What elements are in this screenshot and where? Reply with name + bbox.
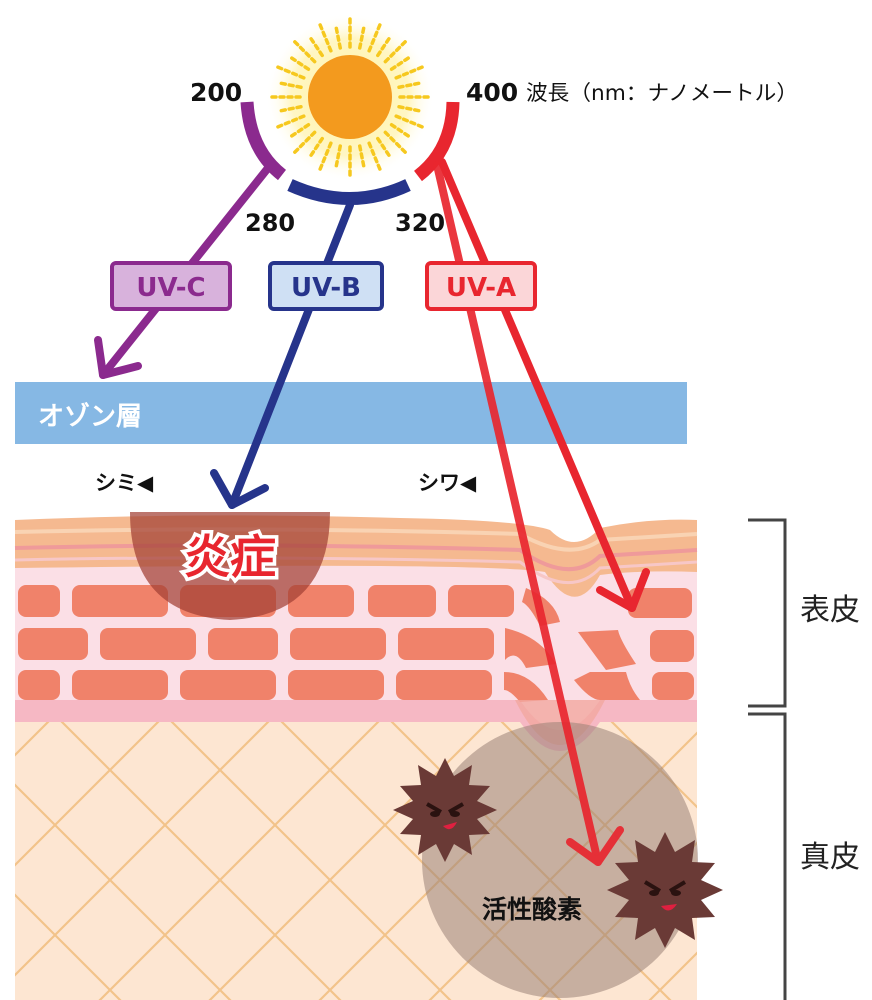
sun-ray <box>290 123 311 138</box>
wavelength-unit-label: 波長（nm：ナノメートル） <box>526 81 798 105</box>
ros-label: 活性酸素 <box>482 895 582 924</box>
sun-ray <box>290 56 311 71</box>
sun-ray <box>358 144 366 168</box>
dermis-label: 真皮 <box>800 840 860 875</box>
ros-zone <box>422 722 698 998</box>
sun-ray <box>376 136 391 157</box>
sun-ray <box>274 114 306 130</box>
inflammation-spot <box>130 512 330 620</box>
uva-label: UV-A <box>446 273 516 303</box>
sun-icon <box>266 13 434 181</box>
wavelength-arc <box>240 101 460 205</box>
sun-ray <box>397 81 421 89</box>
sun-ray <box>389 123 410 138</box>
wavelength-280-label: 280 <box>245 209 295 237</box>
wavelength-200-label: 200 <box>190 78 242 107</box>
sun-ray <box>309 136 324 157</box>
epidermis-label: 表皮 <box>800 593 860 628</box>
sun-ray <box>389 56 410 71</box>
ozone-label: オゾン層 <box>38 401 142 432</box>
ozone-layer <box>15 382 687 444</box>
inflammation-label: 炎症 <box>184 530 276 584</box>
uvb-label-box <box>268 261 384 311</box>
sun-ray <box>334 144 342 168</box>
sun-ray <box>367 141 383 173</box>
layer-brackets <box>748 518 787 1000</box>
sun-ray <box>317 21 333 53</box>
uvc-label: UV-C <box>136 273 205 303</box>
ros-character-icon <box>607 832 723 948</box>
uvb-label: UV-B <box>291 273 361 303</box>
sun-ray <box>376 37 391 58</box>
sun-ray <box>334 26 342 50</box>
spot-label: シミ◀ <box>95 471 154 495</box>
sun-ray <box>291 130 317 156</box>
uva-arrow-shallow <box>438 158 650 612</box>
uva-label-box <box>425 261 537 311</box>
sun-ray <box>309 37 324 58</box>
ros-character-icon <box>393 758 497 862</box>
sun-ray <box>274 64 306 80</box>
uvb-arrow <box>210 201 354 509</box>
sun-ray <box>383 38 409 64</box>
sun-ray <box>383 130 409 156</box>
sun-ray <box>394 64 426 80</box>
sun-ray <box>394 114 426 130</box>
epidermal-cells <box>18 585 694 702</box>
uvc-label-box <box>110 261 232 311</box>
wavelength-320-label: 320 <box>395 209 445 237</box>
wrinkle-label: シワ◀ <box>418 471 477 495</box>
basal-layer <box>15 690 697 751</box>
sun-ray <box>358 26 366 50</box>
sun-ray <box>279 105 303 113</box>
sun-ray <box>317 141 333 173</box>
sun-ray <box>279 81 303 89</box>
sun-ray <box>291 38 317 64</box>
sun-ray <box>367 21 383 53</box>
wavelength-400-label: 400 <box>466 78 518 107</box>
sun-ray <box>397 105 421 113</box>
